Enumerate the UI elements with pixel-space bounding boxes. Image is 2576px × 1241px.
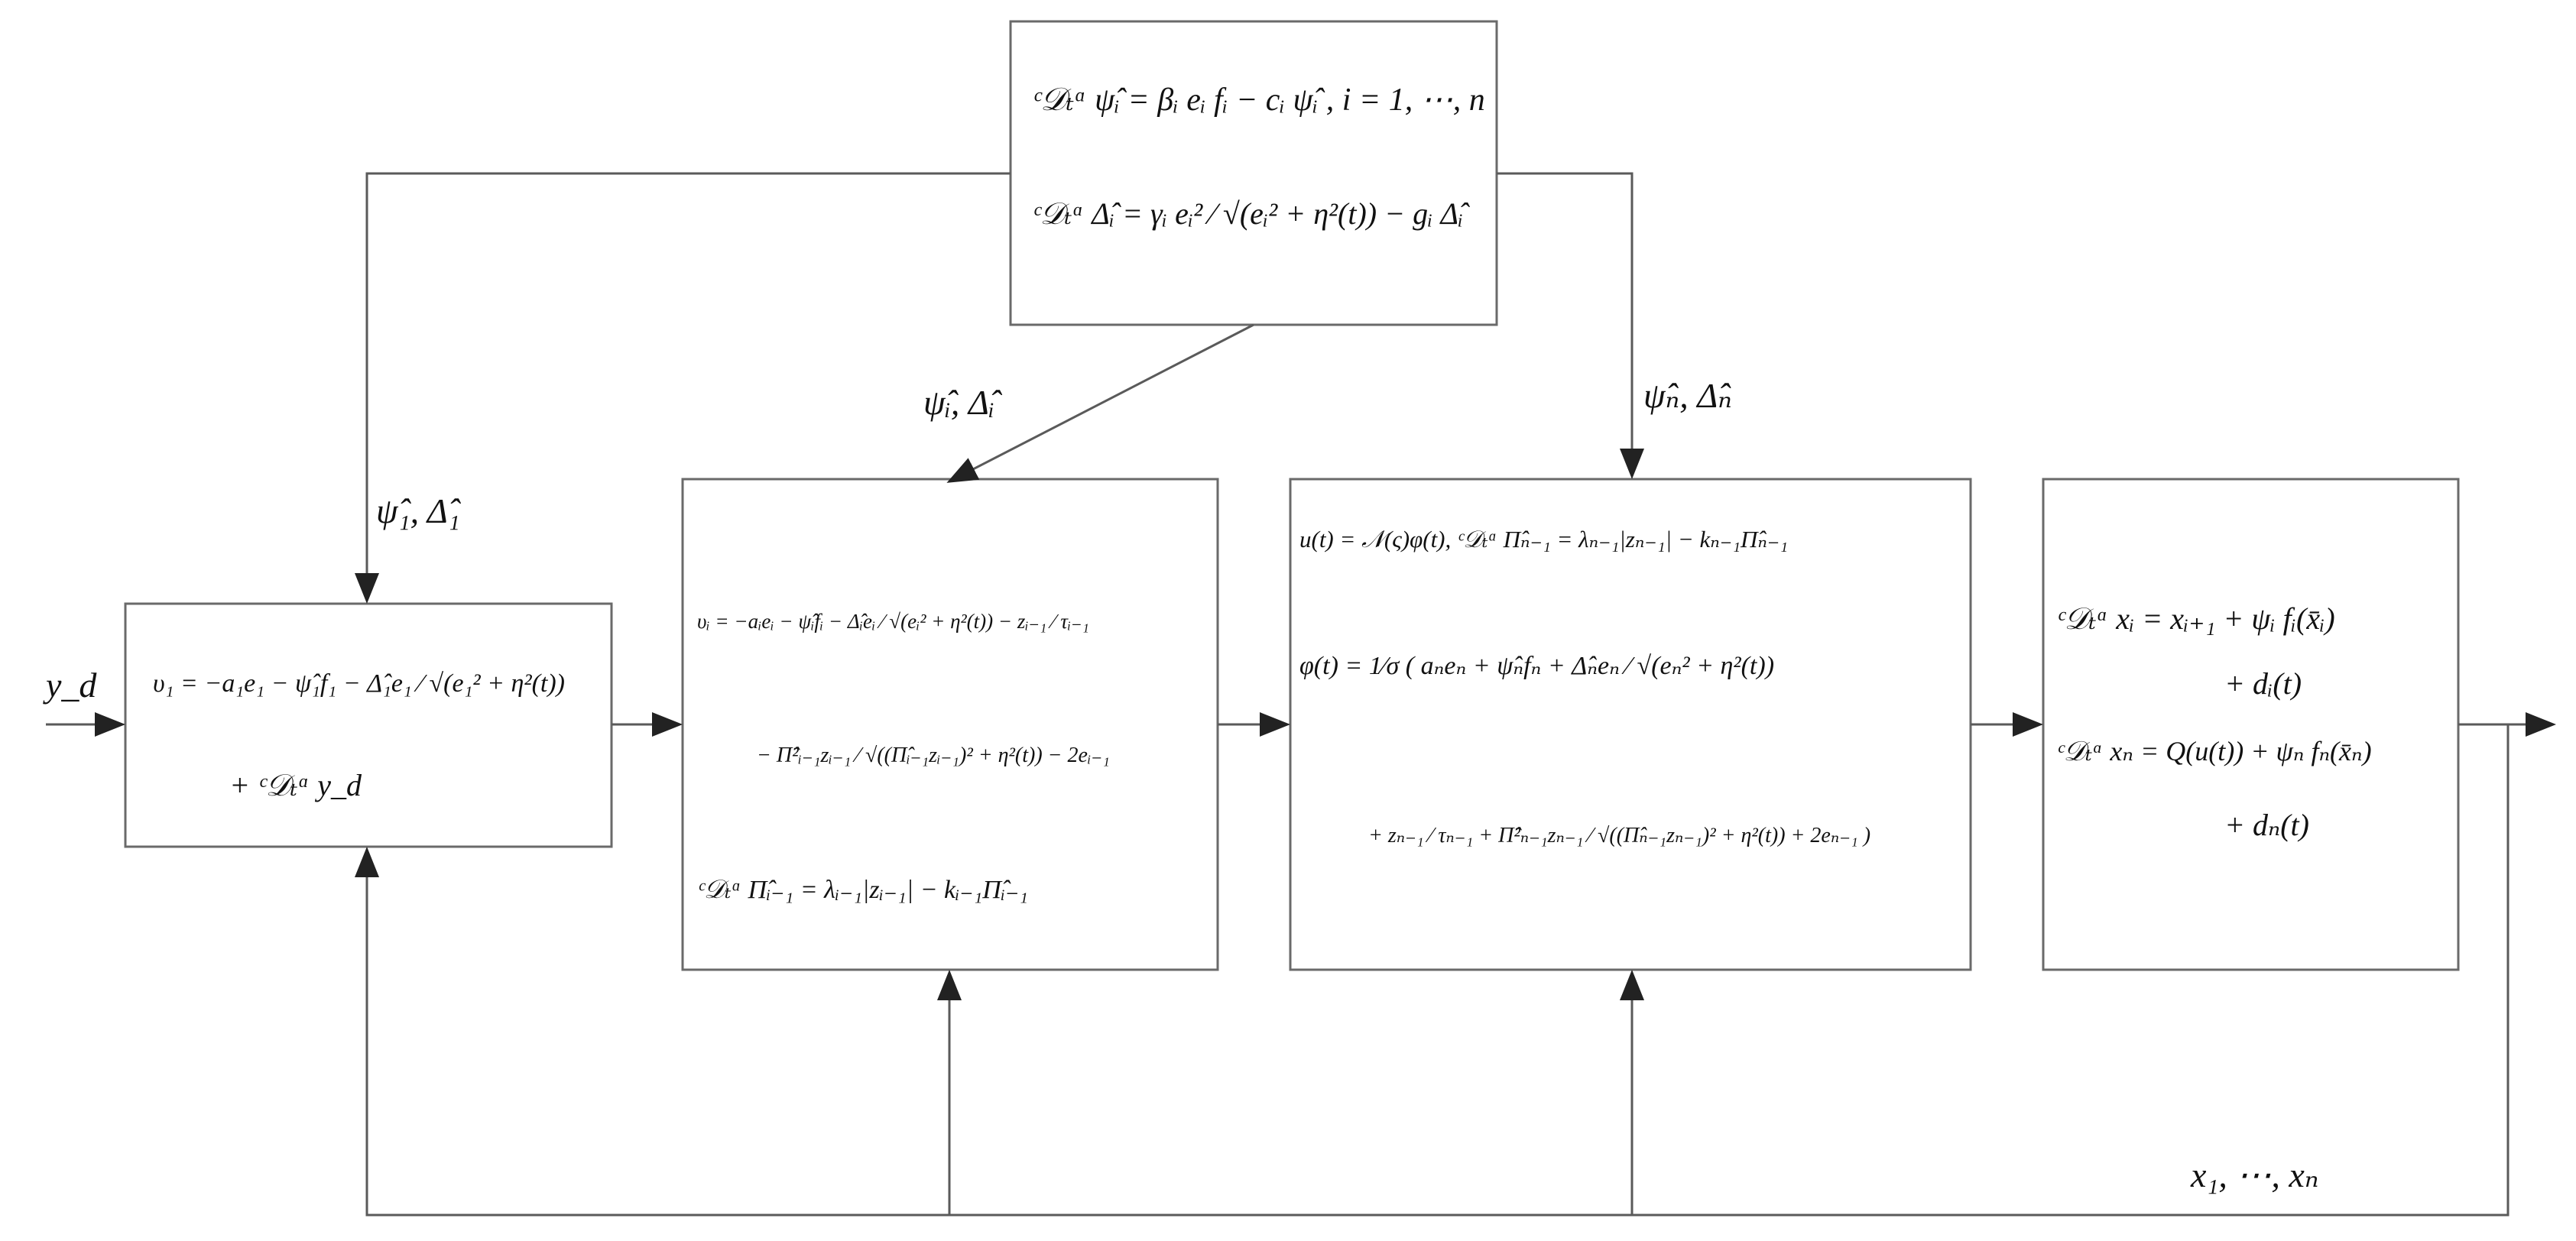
feedback-line [355,724,2509,1217]
adaptive-law-block [1009,20,1498,326]
first-virtual-control-block [124,602,613,848]
intermediate-compensation-eq: − Π̂²ᵢ₋₁zᵢ₋₁ ⁄ √((Π̂ᵢ₋₁zᵢ₋₁)² + η²(t)) −… [757,744,1110,767]
plant-state-eq: ᶜ𝒟ₜᵅ xᵢ = xᵢ₊₁ + ψᵢ fᵢ(x̄ᵢ) [2056,601,2335,636]
input-label: y_d [46,666,97,705]
control-input-eq: u(t) = 𝒩(ς)φ(t), ᶜ𝒟ₜᵅ Π̂ₙ₋₁ = λₙ₋₁|zₙ₋₁|… [1299,526,1789,552]
adaptive-to-control-line [1497,172,1644,479]
plant-state-disturbance: + dᵢ(t) [2224,666,2302,701]
intermediate-update-law: ᶜ𝒟ₜᵅ Π̂ᵢ₋₁ = λᵢ₋₁|zᵢ₋₁| − kᵢ₋₁Π̂ᵢ₋₁ [697,876,1028,904]
control-phi-continued: + zₙ₋₁ ⁄ τₙ₋₁ + Π̂²ₙ₋₁zₙ₋₁ ⁄ √((Π̂ₙ₋₁zₙ₋… [1368,824,1871,847]
first-virtual-control-derivative: + ᶜ𝒟ₜᵅ y_d [229,768,362,802]
plant-last-state-eq: ᶜ𝒟ₜᵅ xₙ = Q(u(t)) + ψₙ fₙ(x̄ₙ) [2056,736,2372,766]
adaptive-law-delta: ᶜ𝒟ₜᵅ Δ̂ᵢ = γᵢ eᵢ² ⁄ √(eᵢ² + η²(t)) − gᵢ … [1032,196,1464,231]
feedback-label: x₁, ⋯, xₙ [2191,1155,2319,1194]
intermediate-virtual-eq: υᵢ = −aᵢeᵢ − ψ̂ᵢfᵢ − Δ̂ᵢeᵢ ⁄ √(eᵢ² + η²(… [697,610,1089,633]
actual-control-block [1289,478,1972,971]
adaptive-to-intermediate-line [946,323,1254,483]
adaptive-to-first-line [355,172,1011,604]
adaptive-law-psi: ᶜ𝒟ₜᵅ ψ̂ᵢ = βᵢ eᵢ fᵢ − cᵢ ψ̂ᵢ , i = 1, ⋯,… [1032,83,1485,118]
control-phi-eq: φ(t) = 1⁄σ ( aₙeₙ + ψ̂ₙfₙ + Δ̂ₙeₙ ⁄ √(eₙ… [1299,652,1775,680]
first-block-signal-label: ψ̂₁, Δ̂₁ [376,491,460,530]
control-block-signal-label: ψ̂ₙ, Δ̂ₙ [1643,376,1732,415]
plant-last-disturbance: + dₙ(t) [2224,808,2309,842]
first-virtual-control-eq: υ₁ = −a₁e₁ − ψ̂₁f₁ − Δ̂₁e₁ ⁄ √(e₁² + η²(… [153,669,566,698]
plant-block [2042,478,2460,971]
intermediate-block-signal-label: ψ̂ᵢ, Δ̂ᵢ [923,383,995,422]
